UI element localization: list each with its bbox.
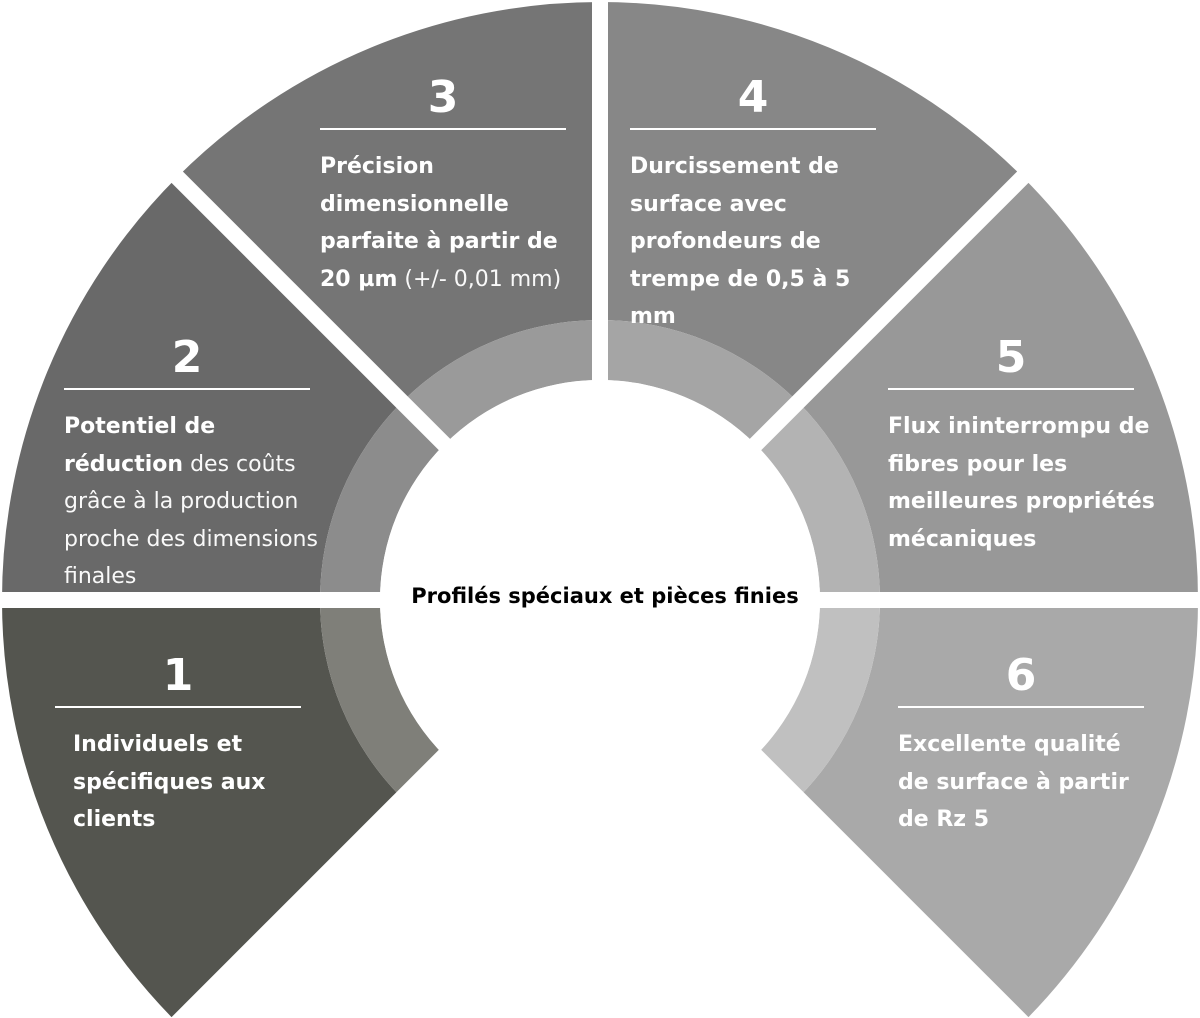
- segment-1-wedge: [2, 600, 403, 1018]
- segment-5-text: 5 Flux ininterrompu de fibres pour les m…: [888, 332, 1158, 558]
- segment-3-number: 3: [427, 72, 459, 123]
- segment-3-description: Précision dimensionnelle parfaite à part…: [320, 148, 570, 298]
- segment-6-description: Excellente qualité de surface à partir d…: [898, 726, 1138, 839]
- segment-1-divider: [55, 706, 301, 708]
- segment-2-text: 2 Potentiel de réduction des coûts grâce…: [64, 332, 334, 596]
- segment-5-divider: [888, 388, 1134, 390]
- segment-4-number: 4: [737, 72, 769, 123]
- segment-4-ring: [600, 320, 798, 445]
- center-title: Profilés spéciaux et pièces finies: [411, 584, 799, 608]
- segment-6-divider: [898, 706, 1144, 708]
- segment-6-bold-text: Excellente qualité de surface à partir d…: [898, 732, 1129, 832]
- segment-3-ring: [402, 320, 600, 445]
- segment-4-description: Durcissement de surface avec profondeurs…: [630, 148, 900, 336]
- segment-5-number: 5: [995, 332, 1027, 383]
- segment-5-ring: [755, 402, 880, 600]
- segment-3-wedge: [177, 2, 600, 403]
- segment-3-bold-text: Précision dimensionnelle parfaite à part…: [320, 154, 558, 292]
- segment-6-number: 6: [1005, 650, 1037, 701]
- segment-1-text: 1 Individuels et spécifiques aux clients: [55, 650, 301, 839]
- segment-6-wedge: [797, 600, 1198, 1018]
- segment-6-ring: [755, 600, 880, 798]
- segment-2-light-text: des coûts grâce à la production proche d…: [64, 451, 318, 590]
- segment-1-number: 1: [162, 650, 194, 701]
- segment-4-wedge: [600, 2, 1023, 403]
- segment-2-divider: [64, 388, 310, 390]
- segment-1-bold-text: Individuels et spécifiques aux clients: [73, 732, 266, 832]
- segment-6-text: 6 Excellente qualité de surface à partir…: [898, 650, 1144, 839]
- segment-3-light-text: (+/- 0,01 mm): [404, 266, 562, 292]
- segment-4-bold-text: Durcissement de surface avec profondeurs…: [630, 154, 851, 329]
- segment-2-bold-text: Potentiel de réduction: [64, 414, 216, 477]
- segment-5-description: Flux ininterrompu de fibres pour les mei…: [888, 408, 1158, 558]
- segment-4-divider: [630, 128, 876, 130]
- segment-2-ring: [320, 402, 445, 600]
- center-circle: [380, 380, 820, 820]
- segment-3-divider: [320, 128, 566, 130]
- segment-4-text: 4 Durcissement de surface avec profondeu…: [630, 72, 900, 336]
- segment-5-bold-text: Flux ininterrompu de fibres pour les mei…: [888, 414, 1155, 552]
- segment-1-description: Individuels et spécifiques aux clients: [73, 726, 283, 839]
- segment-2-description: Potentiel de réduction des coûts grâce à…: [64, 408, 334, 596]
- segment-2-number: 2: [171, 332, 203, 383]
- segment-1-ring: [320, 600, 445, 798]
- segment-3-text: 3 Précision dimensionnelle parfaite à pa…: [320, 72, 570, 298]
